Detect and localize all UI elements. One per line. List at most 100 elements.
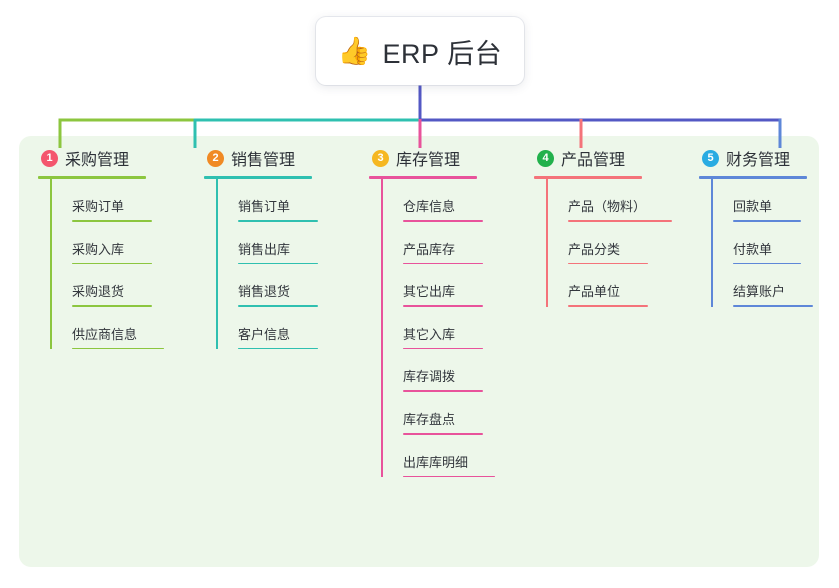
list-item[interactable]: 采购退货 [50, 264, 164, 307]
item-rule [238, 305, 318, 307]
item-rule [238, 347, 318, 350]
column-rule-5 [699, 176, 807, 179]
item-label: 产品（物料） [568, 199, 647, 214]
column-header-5[interactable]: 5 财务管理 [699, 146, 813, 170]
item-rule [403, 347, 483, 350]
item-label: 销售出库 [238, 241, 291, 257]
content-panel [19, 136, 819, 567]
column-product: 4 产品管理 产品（物料） 产品分类 产品单位 [534, 146, 672, 307]
column-title-2: 销售管理 [231, 152, 296, 169]
list-item[interactable]: 采购入库 [50, 222, 164, 265]
list-item[interactable]: 回款单 [711, 179, 813, 222]
column-title-4: 产品管理 [561, 152, 626, 169]
column-title-1: 采购管理 [65, 152, 130, 169]
column-header-4[interactable]: 4 产品管理 [534, 146, 672, 170]
column-header-1[interactable]: 1 采购管理 [38, 146, 164, 170]
list-item[interactable]: 付款单 [711, 222, 813, 265]
list-item[interactable]: 其它出库 [381, 264, 495, 307]
item-label: 销售订单 [238, 199, 291, 214]
item-rule [733, 262, 801, 265]
item-rule [568, 262, 648, 265]
column-header-3[interactable]: 3 库存管理 [369, 146, 495, 170]
column-rule-4 [534, 176, 642, 179]
item-label: 结算账户 [733, 284, 786, 300]
item-label: 库存盘点 [403, 411, 456, 427]
root-node-card[interactable]: 👍 ERP 后台 [316, 17, 524, 85]
column-purchase: 1 采购管理 采购订单 采购入库 采购退货 供应商信 [38, 146, 164, 350]
column-rule-2 [204, 176, 312, 179]
item-label: 产品库存 [403, 241, 456, 257]
item-rule [72, 347, 164, 350]
column-items-3: 仓库信息 产品库存 其它出库 其它入库 库存调拨 [369, 179, 495, 478]
list-item[interactable]: 销售订单 [216, 179, 318, 222]
column-rule-1 [38, 176, 146, 179]
badge-2: 2 [207, 149, 224, 167]
list-item[interactable]: 产品（物料） [546, 179, 672, 222]
item-rule [568, 220, 672, 222]
item-rule [403, 220, 483, 222]
item-label: 供应商信息 [72, 326, 138, 342]
list-item[interactable]: 产品分类 [546, 222, 672, 265]
column-spine-3 [381, 179, 383, 478]
item-rule [733, 305, 813, 307]
column-title-3: 库存管理 [396, 152, 461, 169]
thumbs-up-icon: 👍 [337, 35, 372, 66]
item-label: 采购入库 [72, 241, 125, 257]
badge-1: 1 [41, 149, 58, 167]
column-items-4: 产品（物料） 产品分类 产品单位 [534, 179, 672, 307]
item-label: 采购退货 [72, 284, 125, 300]
column-spine-2 [216, 179, 218, 350]
page-title: ERP 后台 [382, 38, 503, 69]
list-item[interactable]: 结算账户 [711, 264, 813, 307]
item-rule [72, 262, 152, 265]
item-rule [238, 220, 318, 222]
item-rule [403, 432, 483, 435]
column-header-2[interactable]: 2 销售管理 [204, 146, 318, 170]
item-rule [403, 390, 483, 392]
item-label: 其它出库 [403, 284, 456, 300]
list-item[interactable]: 库存调拨 [381, 349, 495, 392]
badge-3: 3 [372, 149, 389, 167]
list-item[interactable]: 其它入库 [381, 307, 495, 350]
list-item[interactable]: 销售出库 [216, 222, 318, 265]
list-item[interactable]: 仓库信息 [381, 179, 495, 222]
item-rule [733, 220, 801, 222]
badge-5: 5 [702, 149, 719, 167]
list-item[interactable]: 销售退货 [216, 264, 318, 307]
column-sales: 2 销售管理 销售订单 销售出库 销售退货 客户信息 [204, 146, 318, 350]
item-label: 仓库信息 [403, 199, 456, 214]
item-rule [72, 220, 152, 222]
column-finance: 5 财务管理 回款单 付款单 结算账户 [699, 146, 813, 307]
column-rule-3 [369, 176, 477, 179]
item-label: 付款单 [733, 241, 773, 257]
item-label: 客户信息 [238, 326, 291, 342]
column-spine-5 [711, 179, 713, 307]
list-item[interactable]: 客户信息 [216, 307, 318, 350]
item-label: 采购订单 [72, 199, 125, 214]
item-label: 销售退货 [238, 284, 291, 300]
column-items-1: 采购订单 采购入库 采购退货 供应商信息 [38, 179, 164, 350]
column-spine-1 [50, 179, 52, 350]
column-spine-4 [546, 179, 548, 307]
item-label: 产品分类 [568, 241, 621, 257]
list-item[interactable]: 产品单位 [546, 264, 672, 307]
item-label: 回款单 [733, 199, 773, 214]
item-label: 库存调拨 [403, 369, 456, 385]
column-items-2: 销售订单 销售出库 销售退货 客户信息 [204, 179, 318, 350]
list-item[interactable]: 出库库明细 [381, 435, 495, 478]
item-rule [568, 305, 648, 307]
item-label: 产品单位 [568, 284, 621, 300]
list-item[interactable]: 供应商信息 [50, 307, 164, 350]
list-item[interactable]: 库存盘点 [381, 392, 495, 435]
item-rule [72, 305, 152, 307]
item-rule [403, 262, 483, 265]
item-label: 其它入库 [403, 326, 456, 342]
column-title-5: 财务管理 [726, 152, 791, 169]
list-item[interactable]: 采购订单 [50, 179, 164, 222]
list-item[interactable]: 产品库存 [381, 222, 495, 265]
badge-4: 4 [537, 149, 554, 167]
item-rule [238, 262, 318, 265]
